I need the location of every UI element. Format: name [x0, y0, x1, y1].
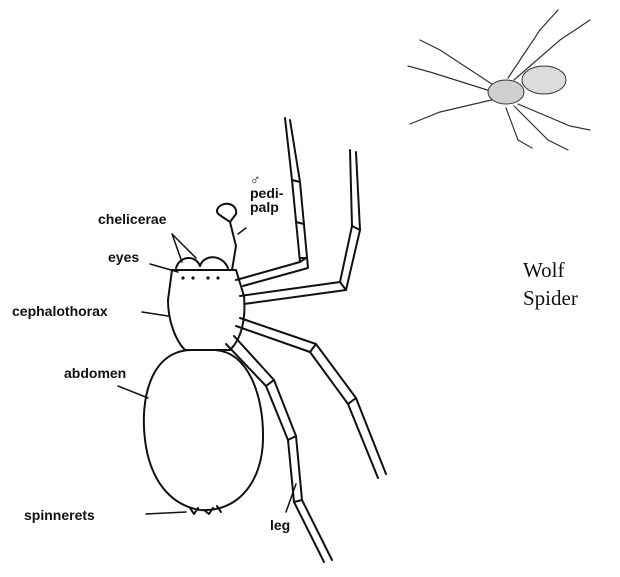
cephalothorax-label: cephalothorax	[12, 304, 108, 319]
species-caption: Wolf Spider	[523, 256, 578, 312]
caption-line1: Wolf	[523, 256, 578, 284]
eyes-label: eyes	[108, 250, 139, 265]
leg-label: leg	[270, 518, 290, 533]
pedipalp-label-line2: palp	[250, 200, 279, 215]
chelicerae-label: chelicerae	[98, 212, 167, 227]
abdomen-label: abdomen	[64, 366, 126, 381]
spinnerets-label: spinnerets	[24, 508, 95, 523]
caption-line2: Spider	[523, 284, 578, 312]
